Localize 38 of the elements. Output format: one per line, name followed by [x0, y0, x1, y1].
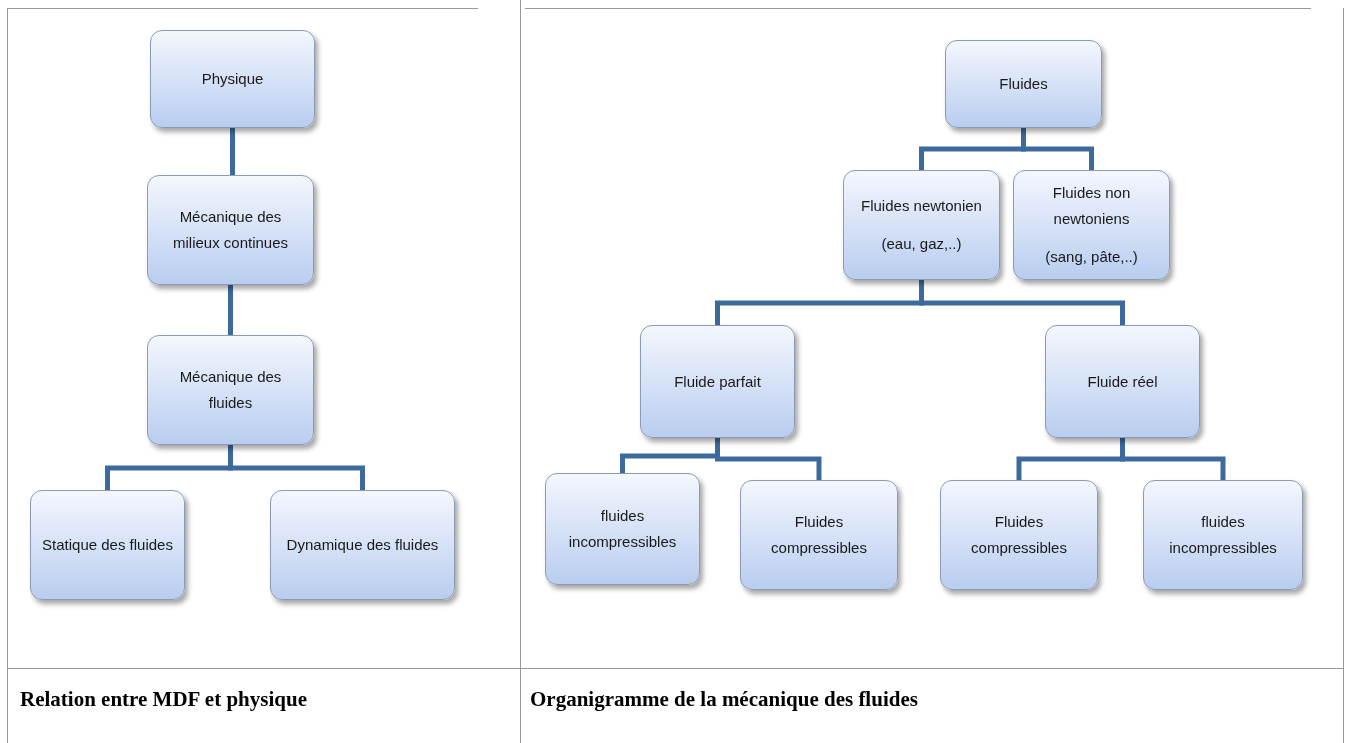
box-text: Mécanique des milieux continues	[171, 207, 290, 253]
box-text: Physique	[201, 69, 264, 89]
connector-line	[230, 128, 235, 175]
rounded-box	[640, 325, 795, 438]
box-text: (sang, pâte,..)	[1045, 247, 1138, 267]
rounded-box	[30, 490, 185, 600]
box-text: Fluides non newtoniens	[1051, 183, 1132, 229]
rounded-box	[545, 473, 700, 585]
connector-line	[1120, 438, 1226, 480]
rounded-box	[843, 170, 1000, 280]
rounded-box	[1045, 325, 1200, 438]
rounded-box	[1013, 170, 1170, 280]
box-text: Fluides compressibles	[970, 512, 1068, 558]
box-text: Fluide réel	[1087, 371, 1158, 392]
rounded-box	[270, 490, 455, 600]
box-text: fluides incompressibles	[567, 506, 678, 552]
connector-line	[919, 280, 1125, 325]
connector-line	[228, 445, 365, 490]
rounded-box	[1143, 480, 1303, 590]
rounded-box	[150, 30, 315, 128]
rounded-box	[945, 40, 1102, 128]
connector-line	[228, 285, 233, 335]
rounded-box	[740, 480, 898, 590]
table-caption: Relation entre MDF et physique	[20, 686, 307, 713]
rounded-box	[147, 175, 314, 285]
rounded-box	[940, 480, 1098, 590]
rounded-box	[147, 335, 314, 445]
box-text: Dynamique des fluides	[286, 535, 439, 555]
box-text: Statique des fluides	[42, 535, 173, 555]
box-text: Mécanique des fluides	[178, 367, 283, 413]
box-text: Fluide parfait	[674, 371, 761, 392]
table-caption: Organigramme de la mécanique des fluides	[530, 686, 918, 713]
box-text: Fluides	[999, 74, 1048, 94]
connector-line	[1021, 128, 1094, 170]
box-text: Fluides compressibles	[770, 512, 868, 558]
box-text: fluides incompressibles	[1168, 512, 1278, 558]
box-text: (eau, gaz,..)	[881, 234, 962, 254]
box-text: Fluides newtonien	[861, 196, 982, 216]
